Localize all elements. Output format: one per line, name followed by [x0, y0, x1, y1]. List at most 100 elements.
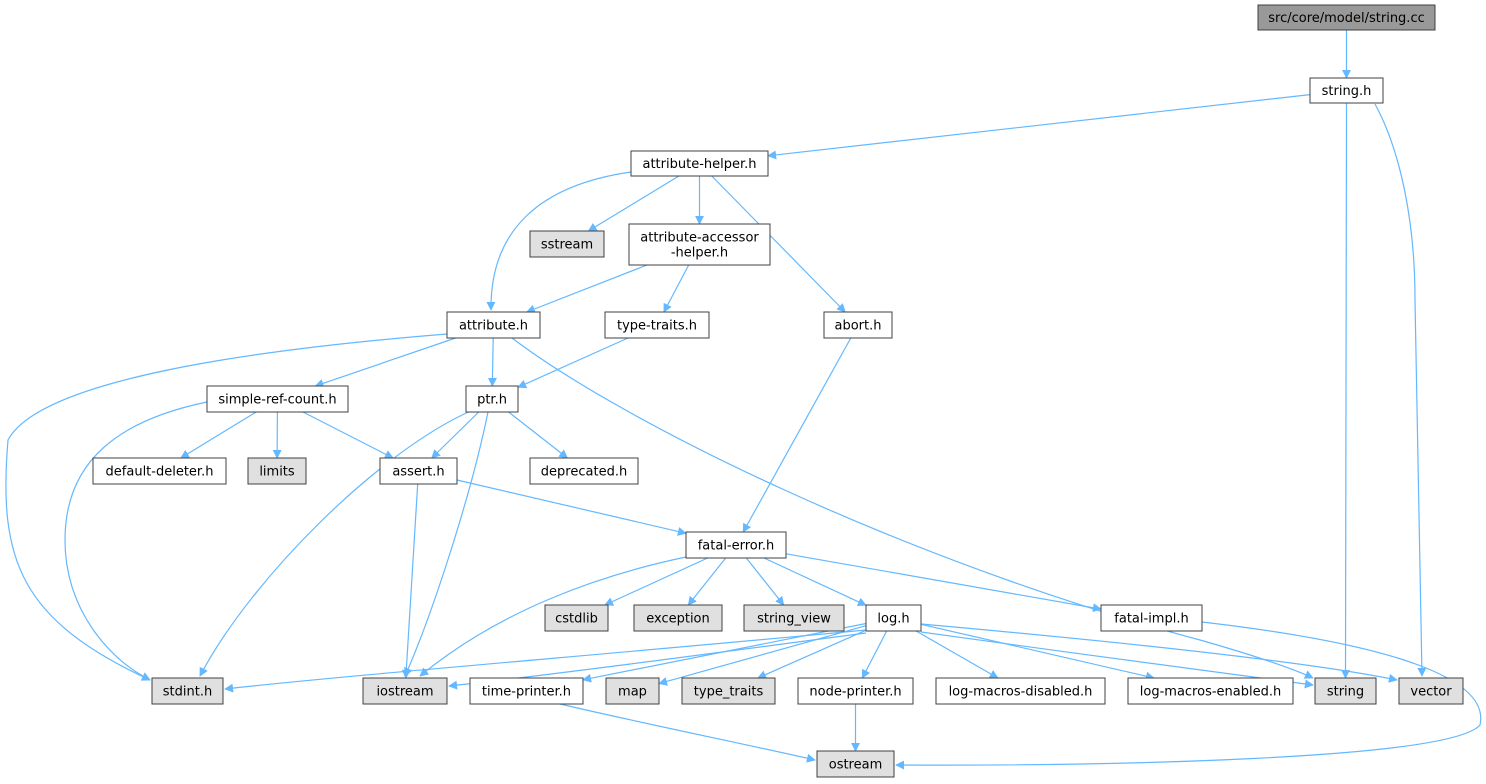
edge-fatal-error-h-to-fatal-impl-h	[785, 553, 1102, 613]
node-string-view: string_view	[743, 604, 845, 632]
node-abort-h[interactable]: abort.h	[823, 311, 893, 339]
node-label: src/core/model/string.cc	[1268, 11, 1425, 26]
node-attribute-h[interactable]: attribute.h	[446, 311, 541, 339]
node-label: type_traits	[694, 685, 764, 700]
edge-assert-h-to-iostream	[401, 483, 419, 679]
node-string-h[interactable]: string.h	[1309, 77, 1384, 104]
edge-log-h-to-log-macros-disabled-h	[915, 630, 999, 679]
node-time-printer-h[interactable]: time-printer.h	[469, 677, 584, 705]
edge-fatal-error-h-to-string-view	[745, 557, 785, 606]
node-box	[544, 604, 609, 632]
node-fatal-error-h[interactable]: fatal-error.h	[685, 531, 787, 559]
edge-attribute-helper-h-to-attribute-h	[486, 171, 632, 311]
edge-log-h-to-log-macros-enabled-h	[920, 623, 1155, 681]
edge-attribute-h-to-stdint-h	[5, 333, 448, 681]
node-cstdlib: cstdlib	[544, 604, 609, 632]
node-box	[379, 457, 458, 485]
node-box	[529, 457, 639, 485]
node-map: map	[605, 677, 660, 705]
edge-log-h-to-vector	[920, 623, 1398, 683]
node-string: string	[1314, 677, 1377, 705]
node-label: deprecated.h	[541, 465, 627, 480]
node-box	[362, 677, 448, 705]
edge-ptr-h-to-deprecated-h	[508, 411, 569, 459]
node-label: iostream	[376, 685, 433, 700]
edge-time-printer-h-to-ostream	[559, 703, 816, 763]
nodes-layer: src/core/model/string.cc string.h attribut…	[92, 4, 1464, 778]
node-log-h[interactable]: log.h	[865, 604, 922, 632]
node-box	[685, 531, 787, 559]
edge-fatal-impl-h-to-ostream	[895, 621, 1482, 770]
edge-fatal-error-h-to-iostream	[419, 556, 687, 677]
node-box	[1100, 604, 1203, 632]
node-exception: exception	[633, 604, 723, 632]
node-ptr-h[interactable]: ptr.h	[465, 385, 519, 413]
node-log-macros-disabled-h[interactable]: log-macros-disabled.h	[935, 677, 1106, 705]
node-box	[630, 150, 769, 177]
node-label: sstream	[541, 238, 593, 253]
node-limits: limits	[247, 457, 307, 485]
node-box	[151, 677, 224, 705]
edge-log-h-to-map	[658, 625, 867, 686]
node-box	[529, 230, 605, 258]
node-label: log-macros-disabled.h	[949, 685, 1093, 700]
node-ostream: ostream	[816, 750, 895, 778]
node-box	[1398, 677, 1464, 705]
node-box	[604, 311, 710, 339]
node-box	[469, 677, 584, 705]
node-box	[1127, 677, 1294, 705]
edge-attribute-h-to-string	[511, 337, 1314, 679]
node-attribute-accessor-helper-h[interactable]: attribute-accessor-helper.h	[628, 223, 771, 266]
node-label: ptr.h	[477, 393, 507, 408]
edge-string-h-to-attribute-helper-h	[767, 94, 1311, 160]
node-stdint-h: stdint.h	[151, 677, 224, 705]
node-box	[823, 311, 893, 339]
node-assert-h[interactable]: assert.h	[379, 457, 458, 485]
node-iostream: iostream	[362, 677, 448, 705]
node-box	[865, 604, 922, 632]
node-label: exception	[646, 612, 710, 627]
node-root: src/core/model/string.cc	[1257, 4, 1436, 31]
node-fatal-impl-h[interactable]: fatal-impl.h	[1100, 604, 1203, 632]
edge-log-h-to-node-printer-h	[861, 630, 888, 679]
edge-log-h-to-type-traits	[757, 629, 867, 679]
node-label: type-traits.h	[617, 319, 697, 334]
node-label: time-printer.h	[482, 685, 571, 700]
node-label: map	[618, 685, 647, 700]
node-label: string_view	[757, 612, 831, 627]
node-label: simple-ref-count.h	[218, 393, 336, 408]
node-label: log-macros-enabled.h	[1140, 685, 1281, 700]
node-node-printer-h[interactable]: node-printer.h	[797, 677, 914, 705]
node-box	[797, 677, 914, 705]
node-box	[206, 385, 349, 413]
node-default-deleter-h[interactable]: default-deleter.h	[92, 457, 227, 485]
node-box	[465, 385, 519, 413]
node-box	[446, 311, 541, 339]
edge-fatal-error-h-to-exception	[687, 557, 727, 606]
node-box	[247, 457, 307, 485]
node-box	[743, 604, 845, 632]
node-attribute-helper-h[interactable]: attribute-helper.h	[630, 150, 769, 177]
node-label: limits	[259, 465, 295, 480]
node-type-traits-h[interactable]: type-traits.h	[604, 311, 710, 339]
node-label: string.h	[1322, 84, 1372, 99]
node-label: default-deleter.h	[106, 465, 214, 480]
node-box	[605, 677, 660, 705]
node-label: abort.h	[835, 319, 882, 334]
node-label: log.h	[877, 612, 909, 627]
node-label: node-printer.h	[809, 685, 901, 700]
edge-type-traits-h-to-ptr-h	[517, 337, 629, 389]
node-sstream: sstream	[529, 230, 605, 258]
node-deprecated-h[interactable]: deprecated.h	[529, 457, 639, 485]
edge-attribute-accessor-helper-h-to-type-traits-h	[663, 264, 690, 313]
node-log-macros-enabled-h[interactable]: log-macros-enabled.h	[1127, 677, 1294, 705]
node-simple-ref-count-h[interactable]: simple-ref-count.h	[206, 385, 349, 413]
edge-string-h-to-string	[1341, 102, 1351, 679]
edge-abort-h-to-fatal-error-h	[742, 337, 852, 533]
node-label: vector	[1410, 685, 1452, 700]
edges-layer	[5, 30, 1482, 770]
node-label: attribute-accessor	[640, 231, 759, 246]
node-label: fatal-error.h	[698, 539, 775, 554]
node-label: attribute.h	[459, 319, 528, 334]
